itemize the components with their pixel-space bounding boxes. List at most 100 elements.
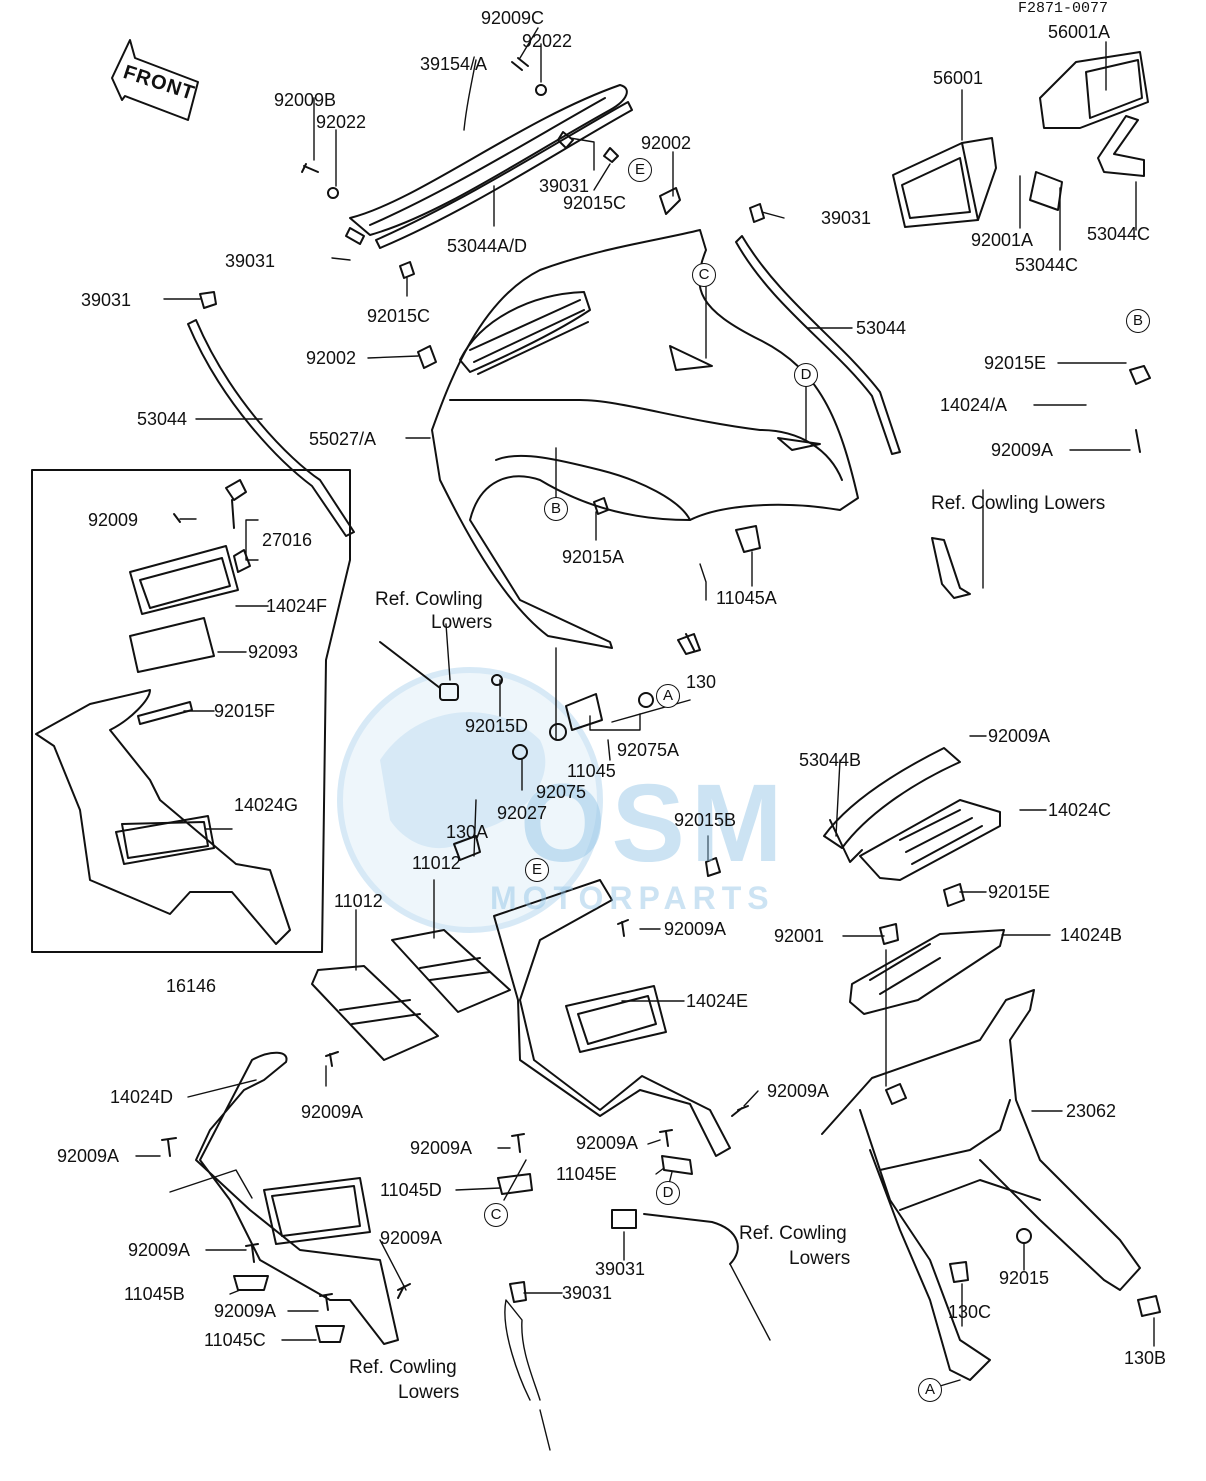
callout-c: C: [692, 263, 716, 287]
part-label: 92009: [88, 510, 139, 530]
inner-panel-center: [493, 879, 731, 1157]
part-label: 14024F: [266, 596, 328, 616]
ref-cowling-lowers: Lowers: [431, 612, 493, 633]
part-label: 92022: [522, 31, 573, 51]
part-label: 14024E: [686, 991, 749, 1011]
part-label: 11045C: [204, 1330, 266, 1350]
windshield: [349, 84, 633, 249]
callout-b: B: [544, 497, 568, 521]
part-label: 14024G: [234, 795, 299, 815]
glovebox-group: [31, 469, 351, 953]
part-label: 39031: [225, 251, 276, 271]
ref-cowling-lowers: Lowers: [398, 1382, 460, 1403]
part-label: 39031: [539, 176, 590, 196]
part-label: 92093: [248, 642, 299, 662]
part-label: 14024/A: [940, 395, 1008, 415]
part-label: 53044: [137, 409, 188, 429]
part-label: 14024B: [1060, 925, 1123, 945]
part-label: 14024D: [110, 1087, 174, 1107]
part-label: 53044C: [1087, 224, 1151, 244]
part-label: 92009A: [767, 1081, 830, 1101]
part-label: 92009A: [991, 440, 1054, 460]
part-label: 39031: [562, 1283, 613, 1303]
part-label: 11012: [334, 891, 383, 911]
ref-cowling-lowers: Lowers: [789, 1248, 851, 1269]
front-arrow: [111, 39, 199, 121]
callout-a: A: [918, 1378, 942, 1402]
part-label: 92015C: [367, 306, 431, 326]
part-label: 92015C: [563, 193, 627, 213]
upper-cowling: [431, 229, 859, 649]
part-label: 53044B: [799, 750, 862, 770]
part-label: 56001A: [1048, 22, 1111, 42]
part-label: 130B: [1124, 1348, 1167, 1368]
part-label: 92027: [497, 803, 548, 823]
part-label: 130: [686, 672, 717, 692]
part-label: 92009A: [301, 1102, 364, 1122]
part-label: 92009A: [57, 1146, 120, 1166]
part-label: 92009A: [664, 919, 727, 939]
part-label: 92015F: [214, 701, 276, 721]
part-label: 11045: [567, 761, 616, 781]
cowling-stay: [821, 989, 1141, 1381]
cowling-rod: [379, 641, 739, 1265]
callout-d: D: [656, 1181, 680, 1205]
part-label: 92022: [316, 112, 367, 132]
callout-c: C: [484, 1203, 508, 1227]
part-label: 53044C: [1015, 255, 1079, 275]
part-label: 53044: [856, 318, 907, 338]
part-label: 11045B: [124, 1284, 185, 1304]
callout-a: A: [656, 684, 680, 708]
callout-d: D: [794, 363, 818, 387]
part-label: 92015E: [984, 353, 1047, 373]
ref-cowling-lowers: Ref. Cowling: [739, 1223, 847, 1244]
callout-e: E: [628, 158, 652, 182]
inner-panel-left: [195, 1051, 399, 1345]
part-label: 130A: [446, 822, 489, 842]
part-label: 92009A: [988, 726, 1051, 746]
trim-strip-right: [735, 235, 971, 599]
part-label: 92002: [306, 348, 357, 368]
part-label: 92075A: [617, 740, 680, 760]
ref-cowling-lowers: Ref. Cowling: [349, 1357, 457, 1378]
part-label: 92002: [641, 133, 692, 153]
part-label: 92015: [999, 1268, 1050, 1288]
part-label: 53044A/D: [447, 236, 528, 256]
part-label: 39031: [81, 290, 132, 310]
part-label: 92009A: [410, 1138, 473, 1158]
part-label: 55027/A: [309, 429, 377, 449]
part-label: 92009A: [380, 1228, 443, 1248]
part-label: 39154/A: [420, 54, 488, 74]
trim-strip-left: [187, 319, 355, 537]
part-label: 92015E: [988, 882, 1051, 902]
part-label: 11012: [412, 853, 461, 873]
watermark-brand: OSM: [520, 762, 789, 885]
part-label: 56001: [933, 68, 984, 88]
watermark-sub: MOTORPARTS: [490, 880, 775, 916]
drawing-code: F2871-0077: [1018, 0, 1109, 17]
part-label: 92009B: [274, 90, 337, 110]
callout-e: E: [525, 858, 549, 882]
part-label: 92009A: [128, 1240, 191, 1260]
part-label: 130C: [948, 1302, 992, 1322]
leader-lines: [135, 27, 1155, 1451]
part-label: 92009C: [481, 8, 545, 28]
part-label: 92009A: [576, 1133, 639, 1153]
part-label: 39031: [595, 1259, 646, 1279]
part-label: 39031: [821, 208, 872, 228]
part-label: 11045D: [380, 1180, 442, 1200]
part-label: 27016: [262, 530, 313, 550]
ref-cowling-lowers: Ref. Cowling: [375, 589, 483, 610]
mirror-left: [892, 137, 1063, 228]
ref-cowling-lowers: Ref. Cowling Lowers: [931, 493, 1106, 514]
part-label: 14024C: [1048, 800, 1112, 820]
part-label: 92015A: [562, 547, 625, 567]
part-label: 16146: [166, 976, 217, 996]
part-label: 23062: [1066, 1101, 1117, 1121]
part-label: 92075: [536, 782, 587, 802]
part-label: 92001A: [971, 230, 1034, 250]
part-label: 92001: [774, 926, 825, 946]
part-label: 92009A: [214, 1301, 277, 1321]
callout-b: B: [1126, 309, 1150, 333]
